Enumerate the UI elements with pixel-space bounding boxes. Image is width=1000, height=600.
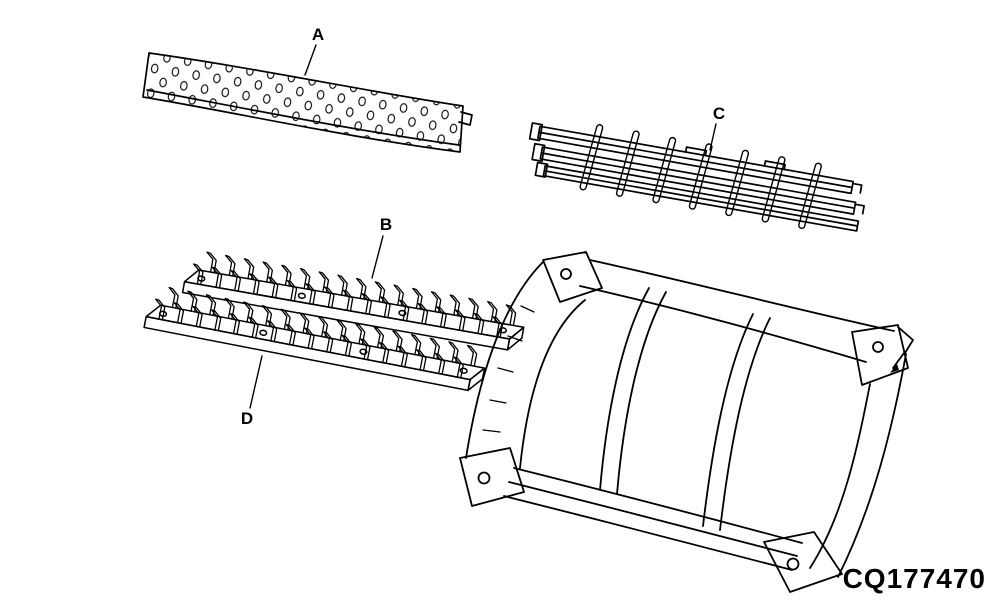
bolt-hole-bottom-left bbox=[477, 471, 491, 485]
frame-corner-plate-bottom-right bbox=[763, 531, 843, 593]
leader-b bbox=[371, 235, 384, 279]
plate-end-tab bbox=[458, 111, 473, 126]
frame-rib-2 bbox=[702, 313, 771, 531]
rail-bottom bbox=[542, 165, 860, 232]
frame-rib-1 bbox=[599, 287, 667, 495]
part-c-rail-assembly bbox=[528, 122, 865, 232]
frame-corner-plate-bottom-left bbox=[459, 447, 525, 507]
drawing: A B C D CQ177470 bbox=[142, 25, 986, 594]
labels: A B C D CQ177470 bbox=[241, 25, 986, 594]
part-label-b: B bbox=[380, 215, 392, 234]
bolt-hole-bottom-right bbox=[786, 557, 800, 571]
frame-left-rail bbox=[465, 261, 586, 469]
part-label-d: D bbox=[241, 409, 253, 428]
rail-right-ends bbox=[851, 182, 865, 215]
rail-top bbox=[537, 125, 854, 195]
frame-assembly bbox=[459, 251, 914, 593]
figure-code: CQ177470 bbox=[843, 563, 986, 594]
frame-left-rail-marks bbox=[482, 305, 535, 433]
plate-outline bbox=[142, 52, 464, 153]
bolt-hole-top-right bbox=[872, 341, 884, 353]
frame-corner-plate-top-right bbox=[851, 324, 909, 386]
frame-corner-plate-top-left bbox=[542, 251, 603, 303]
frame-right-rail bbox=[809, 353, 907, 578]
part-a-perforated-plate bbox=[142, 52, 473, 153]
part-label-c: C bbox=[713, 104, 725, 123]
rail-top-notches bbox=[684, 146, 786, 171]
frame-top-rail bbox=[579, 259, 895, 363]
frame-bottom-rail bbox=[503, 467, 803, 571]
part-label-a: A bbox=[312, 25, 324, 44]
rail-end-plates bbox=[528, 122, 549, 178]
frame-arrow-head bbox=[890, 364, 899, 373]
plate-thickness-line bbox=[146, 89, 460, 146]
frame-arrow-mark bbox=[892, 352, 905, 369]
leader-d bbox=[249, 355, 263, 409]
bolt-hole-top-left bbox=[560, 268, 572, 280]
leader-a bbox=[304, 44, 317, 76]
frame-top-right-tab bbox=[897, 326, 914, 354]
leader-c bbox=[709, 123, 717, 151]
